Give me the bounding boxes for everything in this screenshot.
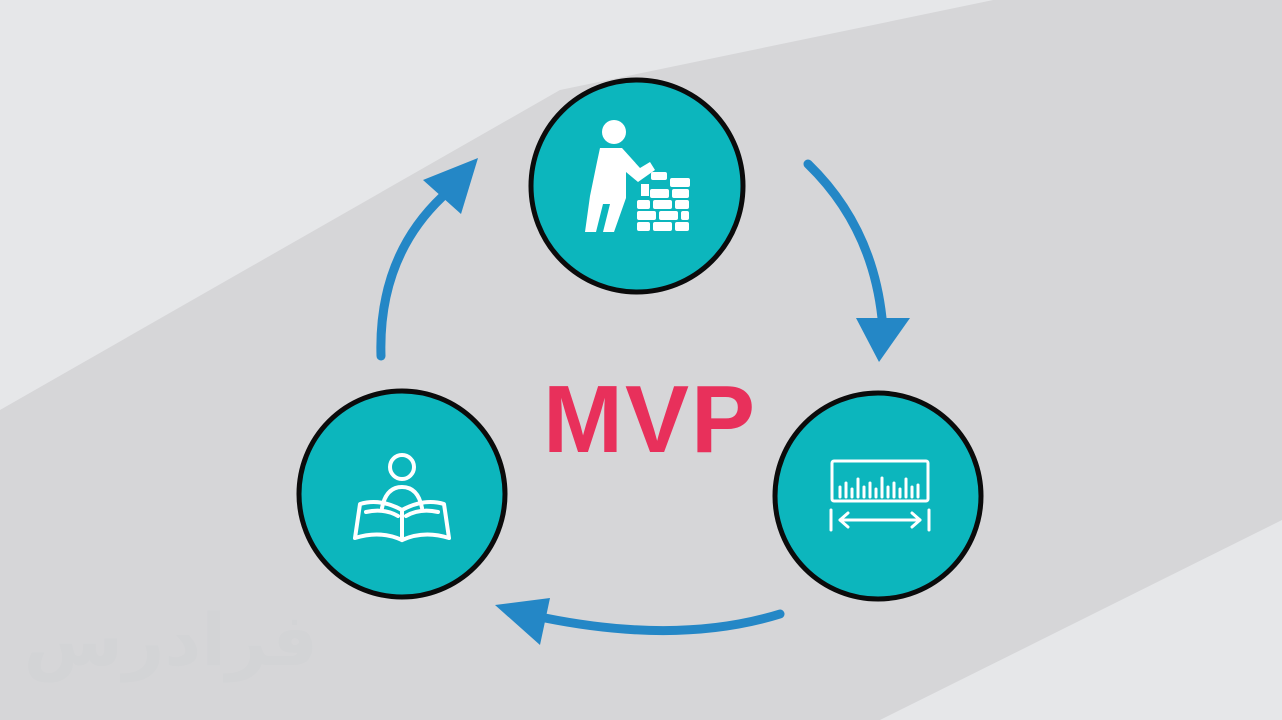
- builder-laying-bricks-icon: [585, 120, 690, 232]
- cycle-arrows: [376, 158, 910, 645]
- diagram-title: MVP: [542, 366, 758, 473]
- node-measure: [772, 390, 984, 602]
- node-build: [528, 77, 746, 295]
- ruler-measure-icon: [829, 459, 931, 532]
- brand-watermark: فرادرس: [23, 598, 318, 682]
- arrow-measure-to-learn: [495, 598, 785, 645]
- arrow-build-to-measure: [803, 159, 910, 362]
- node-learn: [296, 388, 508, 600]
- person-reading-book-icon: [353, 453, 451, 542]
- arrow-learn-to-build: [376, 158, 478, 361]
